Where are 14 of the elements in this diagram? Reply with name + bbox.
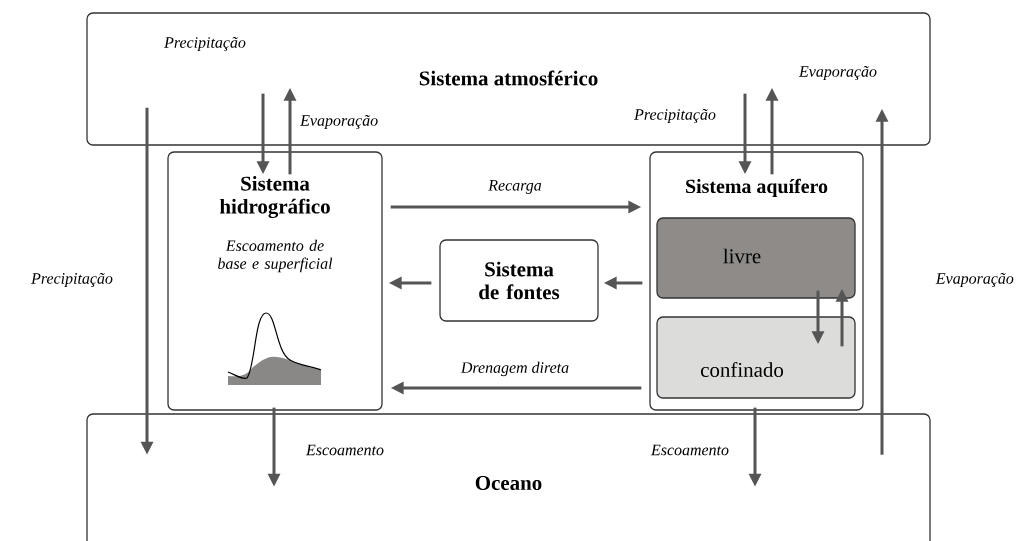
edge-label: Recarga xyxy=(488,180,542,194)
edge-label: Evaporação xyxy=(798,65,877,81)
system-box: Sistema de fontes xyxy=(439,239,599,322)
layer-box: livre xyxy=(656,217,856,299)
edge-label: Precipitação xyxy=(634,108,716,124)
edge-label: Escoamento xyxy=(650,444,729,456)
edge-label: Escoamento xyxy=(305,444,384,456)
layer-box: confinado xyxy=(656,316,856,399)
system-box: Sistema hidrográfico Escoamento de base e superficial xyxy=(167,151,383,411)
edge-label: Evaporação xyxy=(300,114,378,130)
edge-label: Precipitação xyxy=(164,36,246,52)
edge-label: Drenagem direta xyxy=(460,361,569,377)
edge-label: Evaporação xyxy=(935,272,1014,288)
edge-label: Precipitação xyxy=(31,272,113,288)
